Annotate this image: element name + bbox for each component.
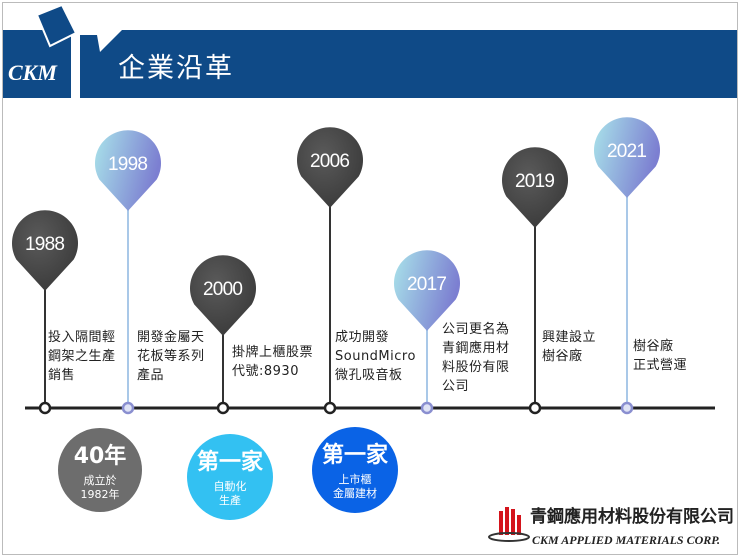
badge-title: 第一家 [321,443,388,468]
milestone-pin-1998: 1998 [95,130,162,415]
timeline-dot [620,401,634,415]
badge-title: 第一家 [196,450,263,475]
milestone-pin-2021: 2021 [594,117,660,415]
pin-year: 2021 [607,141,647,162]
pin-head [297,127,363,208]
pin-year: 2006 [310,151,350,172]
milestone-pin-2017: 2017 [394,250,460,415]
pin-head [12,210,78,291]
milestone-description: 成功開發 SoundMicro 微孔吸音板 [335,330,416,383]
pin-year: 1988 [25,234,65,255]
timeline-dot [216,401,230,415]
pin-year: 2019 [515,171,555,192]
timeline-dot [38,401,52,415]
pin-head [95,130,162,211]
milestone-description: 掛牌上櫃股票 代號:8930 [232,345,314,379]
pin-head [594,117,660,198]
milestone-pin-2006: 2006 [297,127,363,415]
timeline: 1988 1998 2000 2006 2017 2019 2021 [12,117,715,415]
company-logo-icon [488,507,530,542]
pin-year: 2017 [407,274,447,295]
pin-year: 2000 [203,279,243,300]
page-title: 企業沿革 [118,53,234,84]
milestone-description: 樹谷廠 正式營運 [633,339,688,373]
badge-subtitle: 上市櫃 金屬建材 [333,473,377,500]
timeline-dot [420,401,434,415]
milestone-description: 投入隔間輕 鋼架之生產 銷售 [48,330,116,383]
milestone-pin-1988: 1988 [12,210,78,415]
pin-head [190,255,257,336]
milestone-description: 興建設立 樹谷廠 [542,330,597,364]
badge-subtitle: 自動化 生產 [213,480,247,507]
timeline-dot [323,401,337,415]
milestone-pin-2000: 2000 [190,255,257,415]
pin-head [502,147,568,228]
milestone-pin-2019: 2019 [502,147,568,415]
company-name-zh: 青鋼應用材料股份有限公司 [530,507,734,527]
highlight-badge: 第一家自動化 生產 [187,434,273,520]
timeline-dot [528,401,542,415]
badge-title: 40年 [73,444,127,469]
highlight-badge: 第一家上市櫃 金屬建材 [312,427,398,513]
pin-year: 1998 [108,154,148,175]
highlight-badge: 40年成立於 1982年 [58,428,142,512]
header-banner [3,3,737,98]
milestone-description: 公司更名為 青鋼應用材 料股份有限 公司 [442,322,510,394]
badge-subtitle: 成立於 1982年 [80,474,120,501]
pin-head [394,250,460,331]
logo-text: CKM [8,60,57,85]
company-name-en: CKM APPLIED MATERIALS CORP. [532,533,721,547]
timeline-dot [121,401,135,415]
milestone-description: 開發金屬天 花板等系列 產品 [137,330,205,383]
